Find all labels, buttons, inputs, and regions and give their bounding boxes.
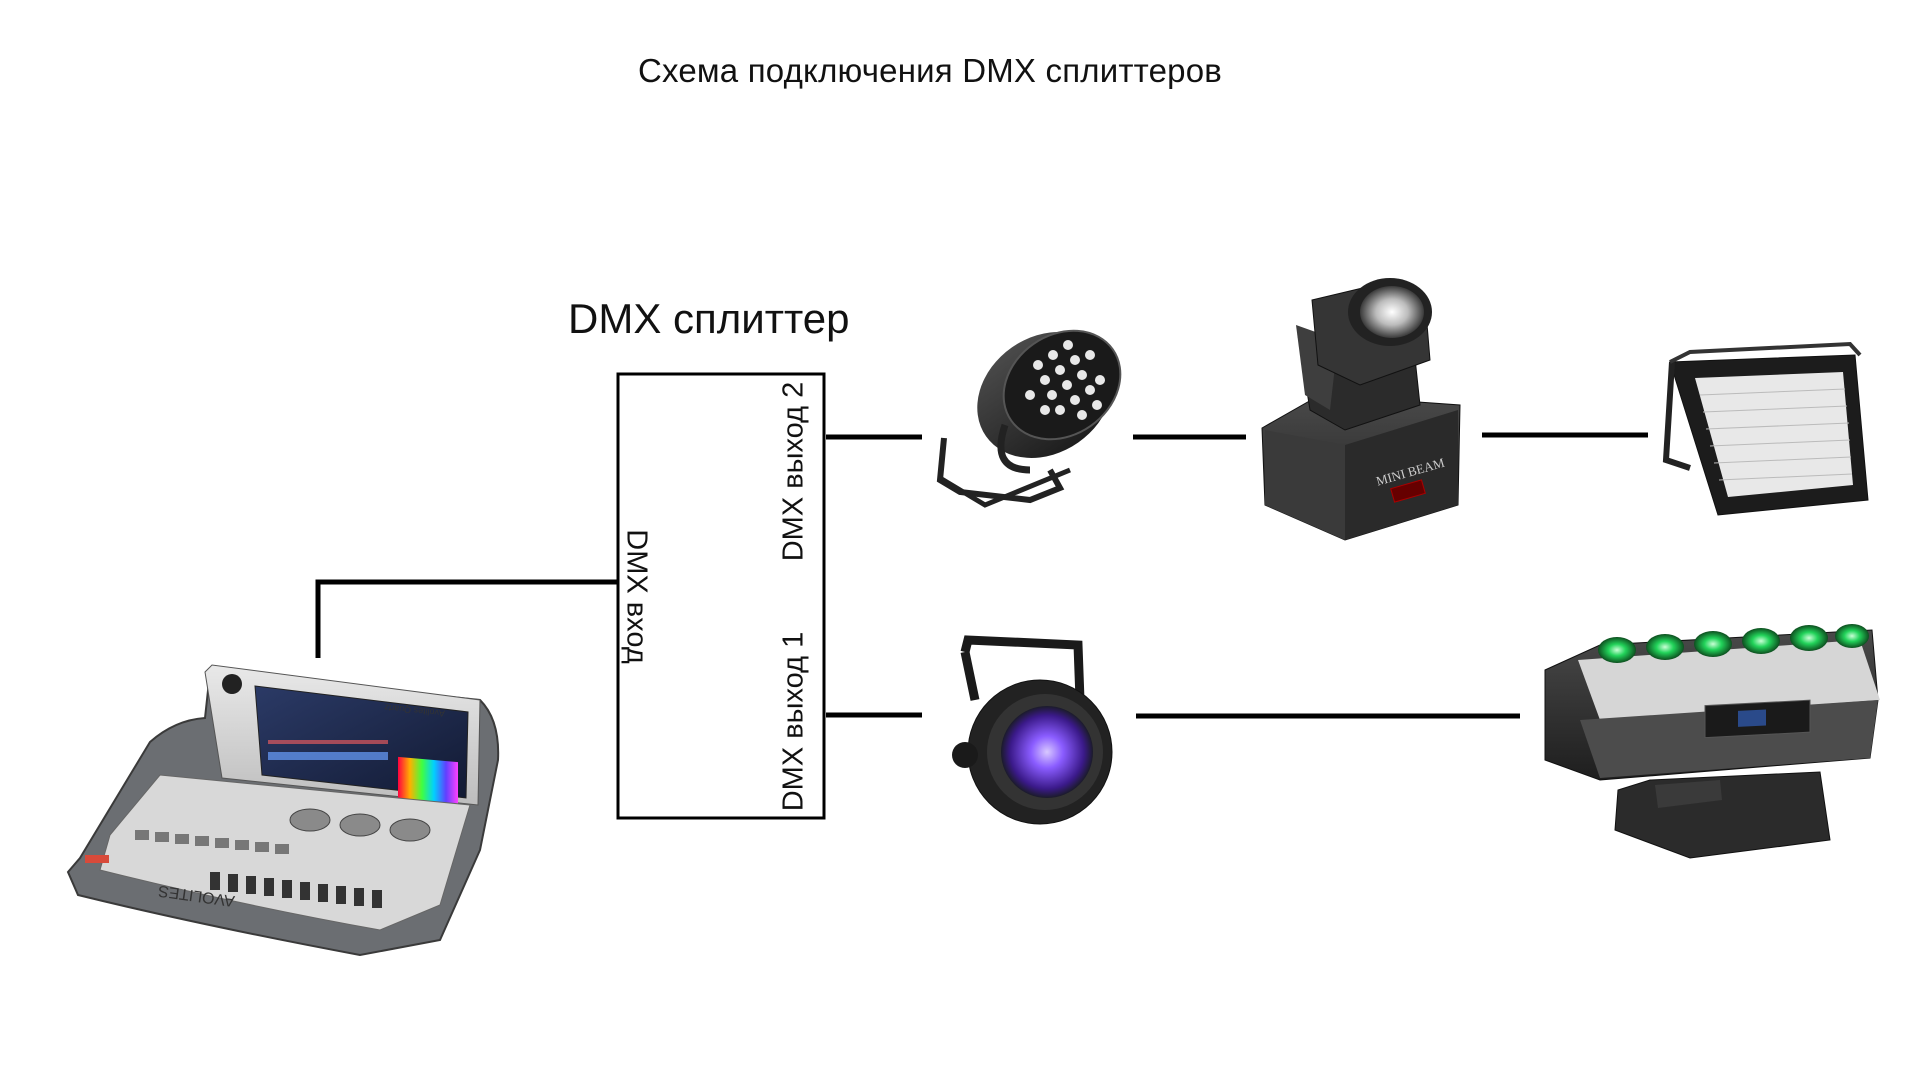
splitter-box xyxy=(616,372,826,820)
splitter-input-label: DMX вход xyxy=(620,529,653,664)
cable-console-to-splitter xyxy=(315,579,618,658)
splitter-title: DMX сплиттер xyxy=(568,295,850,342)
beam-bar-lenses xyxy=(1598,624,1869,663)
led-beam-bar-fixture xyxy=(1544,624,1880,859)
uv-par-fixture xyxy=(952,635,1113,825)
dmx-cables xyxy=(315,432,1648,719)
mini-beam-moving-head: MINI BEAM xyxy=(1261,278,1461,541)
led-strobe-fixture xyxy=(1662,341,1869,516)
led-array xyxy=(1025,340,1105,420)
lighting-console: AVOLITES Avolites Quartz xyxy=(66,664,500,957)
led-par-fixture xyxy=(936,329,1122,508)
splitter-output2-label: DMX выход 2 xyxy=(777,381,810,562)
splitter-output1-label: DMX выход 1 xyxy=(777,631,810,812)
diagram-title: Схема подключения DMX сплиттеров xyxy=(637,52,1222,89)
